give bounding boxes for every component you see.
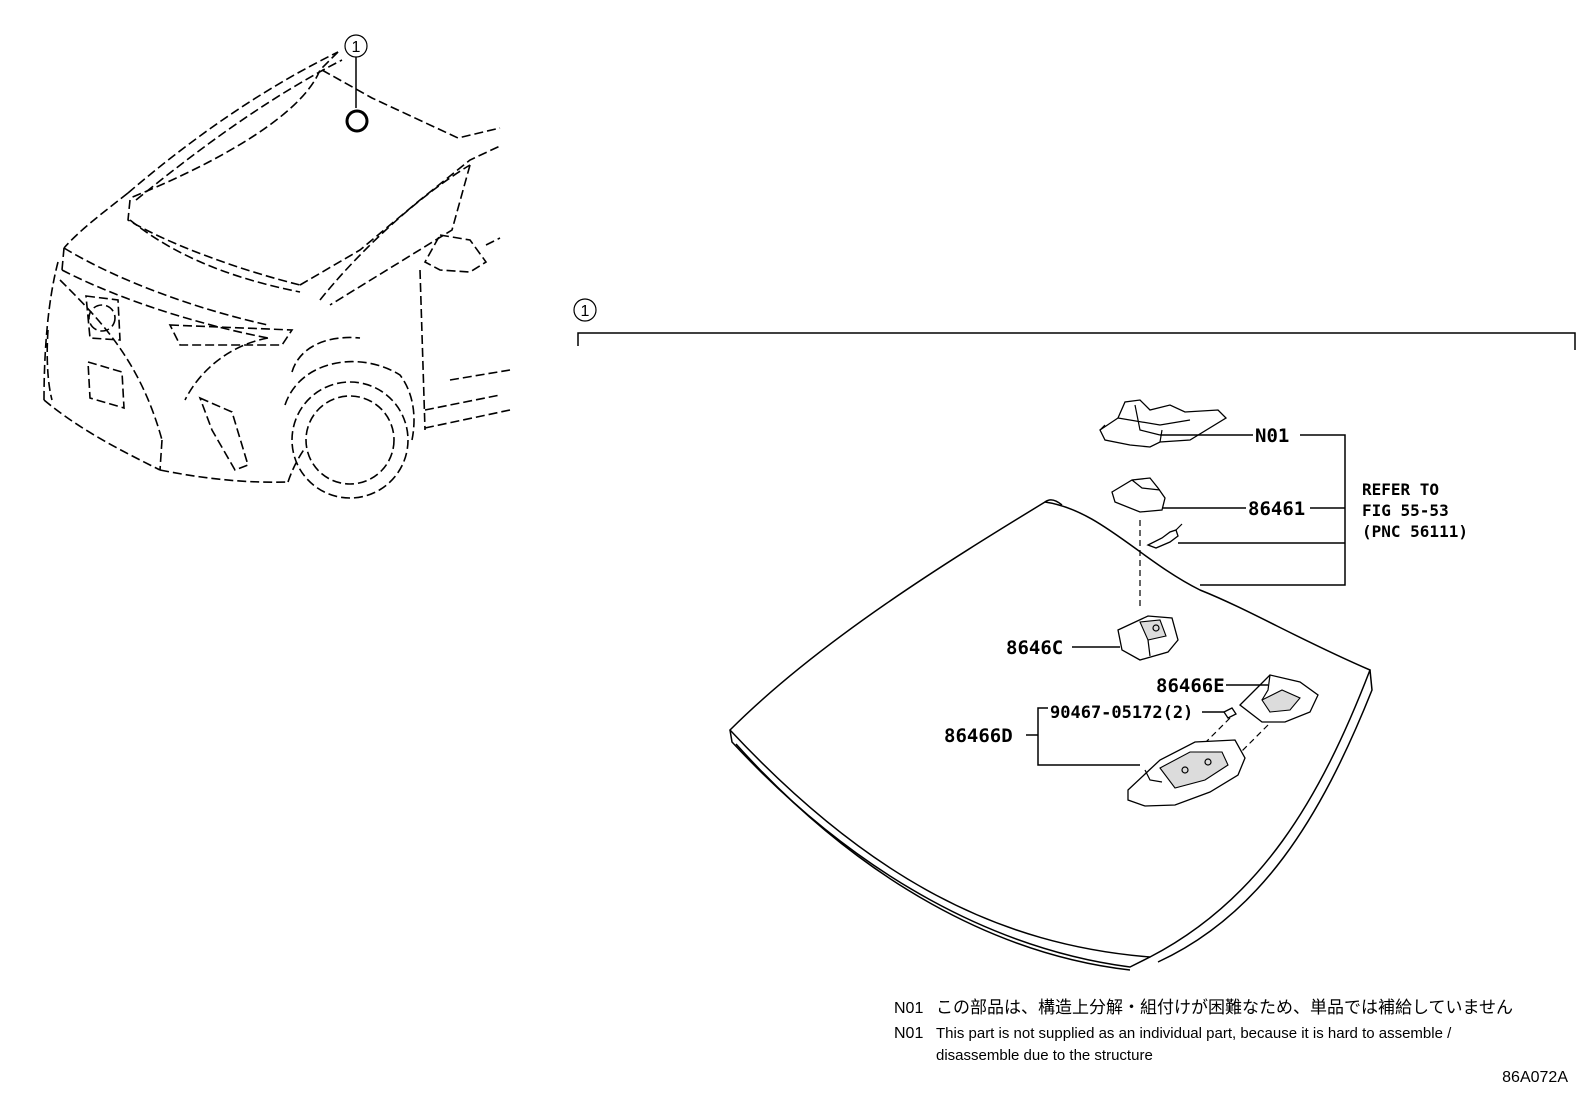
part-n01 bbox=[1099, 399, 1228, 448]
vehicle-callout: 1 bbox=[344, 34, 369, 133]
label-86461[interactable]: 86461 bbox=[1248, 498, 1305, 520]
reference-note: REFER TO FIG 55-53 (PNC 56111) bbox=[1362, 480, 1468, 541]
reference-line-3: (PNC 56111) bbox=[1362, 522, 1468, 541]
note-2-text-cont: disassemble due to the structure bbox=[936, 1047, 1153, 1064]
reference-line-2[interactable]: FIG 55-53 bbox=[1362, 501, 1449, 520]
part-8646c bbox=[1117, 615, 1179, 661]
note-2-code: N01 bbox=[894, 1025, 923, 1042]
vehicle-callout-number: 1 bbox=[352, 39, 361, 56]
part-86466e bbox=[1239, 674, 1319, 723]
reference-line-1: REFER TO bbox=[1362, 480, 1439, 499]
section-callout-number: 1 bbox=[581, 303, 590, 320]
figure-id: 86A072A bbox=[1502, 1069, 1568, 1086]
note-2-text: This part is not supplied as an individu… bbox=[936, 1025, 1452, 1042]
vehicle-illustration bbox=[43, 51, 511, 499]
label-8646c[interactable]: 8646C bbox=[1006, 637, 1063, 659]
notes: N01 この部品は、構造上分解・組付けが困難なため、単品では補給していません N… bbox=[894, 998, 1513, 1064]
label-86466e[interactable]: 86466E bbox=[1156, 675, 1225, 697]
part-screw bbox=[1223, 707, 1237, 719]
part-86466d bbox=[1127, 739, 1246, 807]
location-marker-icon bbox=[345, 109, 369, 133]
label-86466d[interactable]: 86466D bbox=[944, 725, 1013, 747]
part-harness bbox=[1146, 523, 1183, 549]
label-n01[interactable]: N01 bbox=[1255, 425, 1289, 447]
part-86461 bbox=[1111, 477, 1166, 513]
section-bracket: 1 bbox=[573, 298, 1576, 350]
note-1-text: この部品は、構造上分解・組付けが困難なため、単品では補給していません bbox=[936, 998, 1513, 1017]
note-1-code: N01 bbox=[894, 1000, 923, 1017]
label-90467-05172[interactable]: 90467-05172(2) bbox=[1050, 703, 1193, 723]
windshield-glass bbox=[728, 499, 1373, 971]
